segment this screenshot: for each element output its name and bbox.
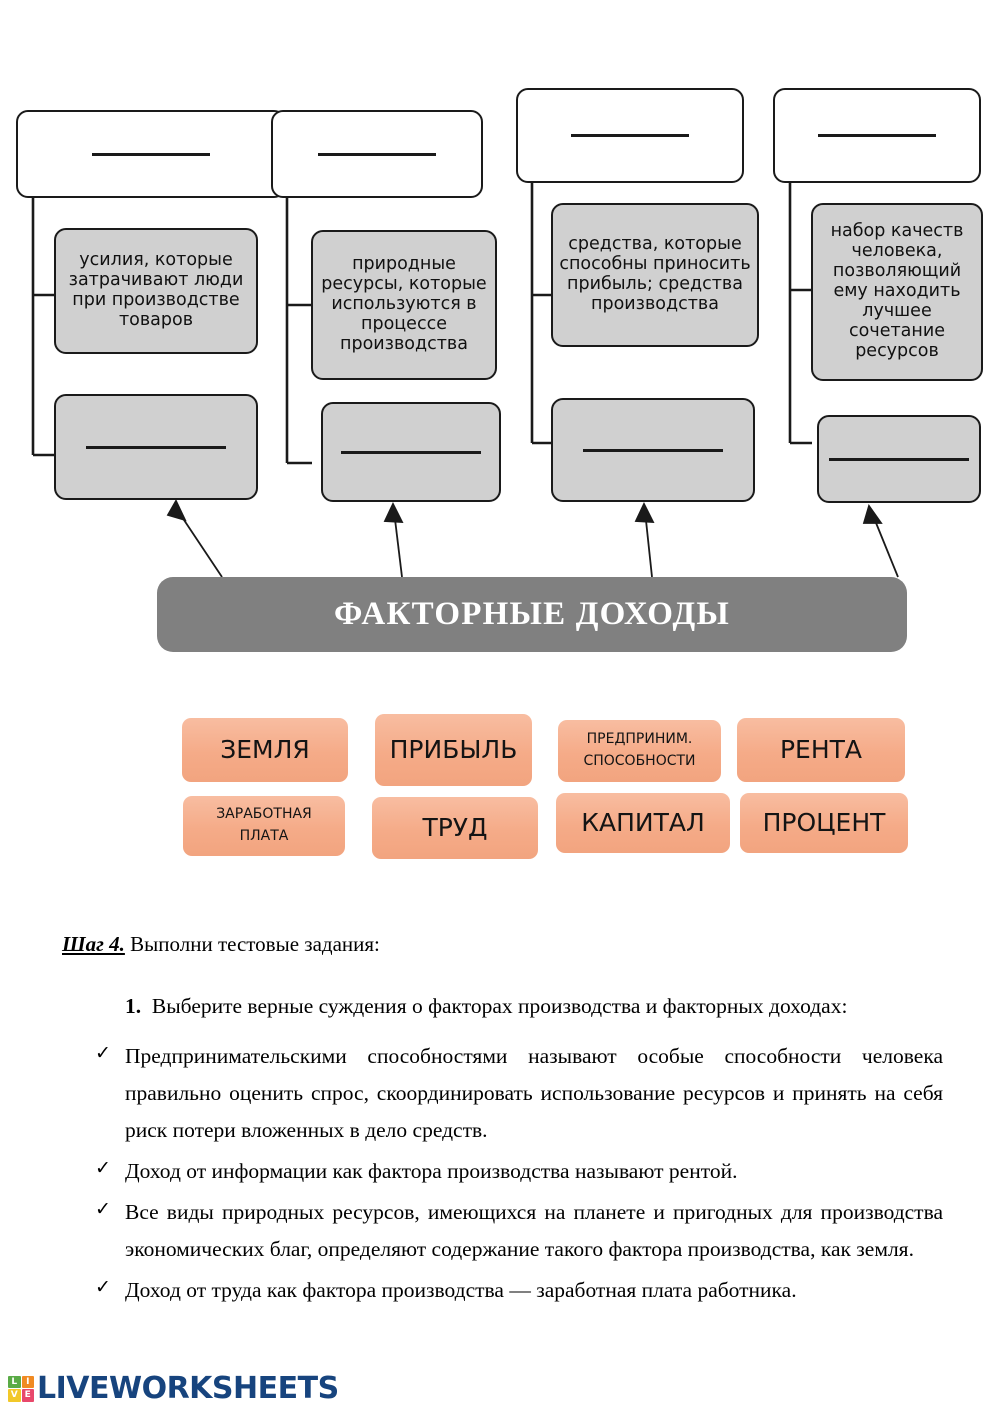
blank-line-col3 [571,134,689,137]
tag-zarplata-line1: ЗАРАБОТНАЯ [216,806,312,823]
step-label: Шаг 4. [62,932,125,956]
logo-cell-v: V [8,1389,21,1402]
tag-kapital[interactable]: КАПИТАЛ [556,793,730,853]
list-item-text: Все виды природных ресурсов, имеющихся н… [125,1199,943,1261]
blank-line-answer-col2 [341,450,481,454]
blank-box-col4[interactable] [773,88,981,183]
list-item-text: Доход от информации как фактора производ… [125,1158,738,1183]
tag-pribyl[interactable]: ПРИБЫЛЬ [375,714,532,786]
list-item[interactable]: ✓ Предпринимательскими способностями наз… [95,1038,943,1149]
list-item-text: Предпринимательскими способностями назыв… [125,1044,943,1142]
tag-zarplata-line2: ПЛАТА [239,828,289,844]
description-box-col4: набор качеств человека, позволяющий ему … [811,203,983,381]
list-item[interactable]: ✓ Доход от труда как фактора производств… [95,1272,943,1309]
tag-renta[interactable]: РЕНТА [737,718,905,782]
logo-cell-l: L [8,1375,21,1388]
answer-box-col2[interactable] [321,402,501,502]
list-item[interactable]: ✓ Все виды природных ресурсов, имеющихся… [95,1194,943,1268]
tag-trud[interactable]: ТРУД [372,797,538,859]
tag-zemlya[interactable]: ЗЕМЛЯ [182,718,348,782]
description-box-col1: усилия, которые затрачивают люди при про… [54,228,258,354]
answer-box-col4[interactable] [817,415,981,503]
check-icon: ✓ [95,1276,111,1298]
list-item-text: Доход от труда как фактора производства … [125,1277,797,1302]
answer-box-col3[interactable] [551,398,755,502]
tag-zarabotnaya-plata[interactable]: ЗАРАБОТНАЯ ПЛАТА [183,796,345,856]
logo-wordmark: LIVEWORKSHEETS [37,1371,339,1406]
question-heading: 1. Выберите верные суждения о факторах п… [125,994,847,1019]
blank-line-col4 [818,134,936,137]
factor-incomes-banner: ФАКТОРНЫЕ ДОХОДЫ [157,577,907,652]
liveworksheets-logo[interactable]: L I V E LIVEWORKSHEETS [8,1371,339,1406]
statements-list: ✓ Предпринимательскими способностями наз… [95,1038,943,1313]
blank-line-col2 [318,152,436,156]
tag-predprinim-line2: СПОСОБНОСТИ [583,753,696,769]
logo-cell-i: I [21,1375,34,1388]
blank-box-col2[interactable] [271,110,483,198]
description-box-col3: средства, которые способны приносить при… [551,203,759,347]
step-heading: Шаг 4. Выполни тестовые задания: [62,932,380,957]
factors-of-production-diagram: усилия, которые затрачивают люди при про… [16,88,983,859]
check-icon: ✓ [95,1043,111,1064]
blank-box-col3[interactable] [516,88,744,183]
check-icon: ✓ [95,1157,111,1179]
tag-predprinim-line1: ПРЕДПРИНИМ. [586,731,693,748]
question-text: Выберите верные суждения о факторах прои… [151,994,848,1018]
description-box-col2: природные ресурсы, которые используются … [311,230,497,380]
tag-protsent[interactable]: ПРОЦЕНТ [740,793,908,853]
blank-box-col1[interactable] [16,110,286,198]
logo-cell-e: E [21,1389,34,1402]
answer-box-col1[interactable] [54,394,258,500]
step-body: Выполни тестовые задания: [124,932,380,956]
blank-line-answer-col3 [583,448,723,452]
live-tiles-icon: L I V E [8,1375,34,1402]
blank-line-answer-col4 [829,457,969,461]
list-item[interactable]: ✓ Доход от информации как фактора произв… [95,1153,943,1190]
blank-line-answer-col1 [86,445,226,449]
question-number: 1. [125,994,142,1018]
blank-line-col1 [92,152,210,156]
tag-predprinim-sposobnosti[interactable]: ПРЕДПРИНИМ. СПОСОБНОСТИ [558,720,721,782]
check-icon: ✓ [95,1198,111,1220]
